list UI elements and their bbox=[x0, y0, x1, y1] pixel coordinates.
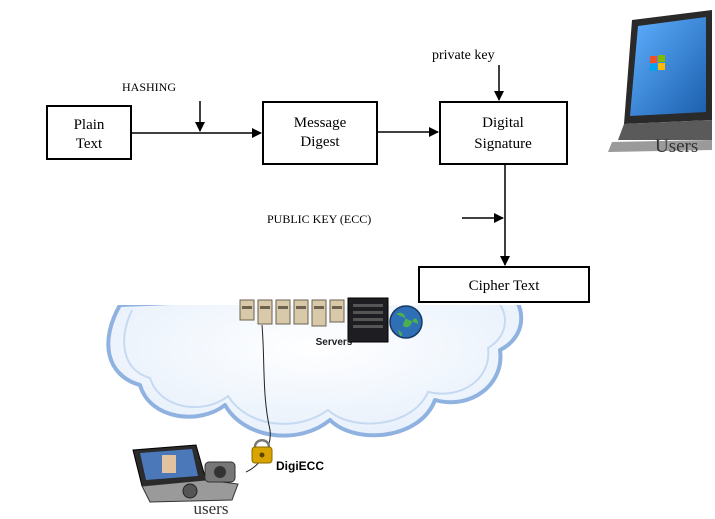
public-key-label: PUBLIC KEY (ECC) bbox=[267, 212, 371, 226]
laptop-icon bbox=[608, 10, 712, 152]
svg-text:Digital: Digital bbox=[482, 115, 524, 131]
server-rack-icon bbox=[239, 299, 345, 327]
digital-signature-line2: Signature bbox=[474, 136, 532, 152]
windows-logo-icon bbox=[650, 55, 665, 71]
plain-text-line1: Plain bbox=[74, 117, 105, 133]
svg-text:Plain: Plain bbox=[74, 117, 105, 133]
cipher-text-label: Cipher Text bbox=[469, 278, 541, 294]
svg-text:Digest: Digest bbox=[300, 134, 340, 150]
message-digest-line1: Message bbox=[294, 115, 347, 131]
hashing-label: HASHING bbox=[122, 80, 176, 94]
lock-icon bbox=[251, 439, 273, 464]
server-tower-icon bbox=[347, 297, 389, 343]
globe-icon bbox=[389, 305, 423, 339]
security-label: DigiECC bbox=[276, 459, 324, 473]
digital-signature-box: Digital Signature bbox=[439, 101, 568, 165]
private-key-label: private key bbox=[432, 48, 495, 63]
svg-text:Message: Message bbox=[294, 115, 347, 131]
plain-text-box: Plain Text bbox=[46, 105, 132, 160]
svg-text:Text: Text bbox=[76, 136, 103, 152]
message-digest-line2: Digest bbox=[300, 134, 340, 150]
media-device-icon bbox=[132, 444, 239, 503]
svg-text:Signature: Signature bbox=[474, 136, 532, 152]
plain-text-line2: Text bbox=[76, 136, 103, 152]
digital-signature-line1: Digital bbox=[482, 115, 524, 131]
users-bottom-label: users bbox=[194, 499, 229, 518]
cipher-text-box: Cipher Text bbox=[418, 266, 590, 303]
servers-label: Servers bbox=[316, 337, 353, 348]
users-top-label: Users bbox=[655, 136, 698, 157]
message-digest-box: Message Digest bbox=[262, 101, 378, 165]
